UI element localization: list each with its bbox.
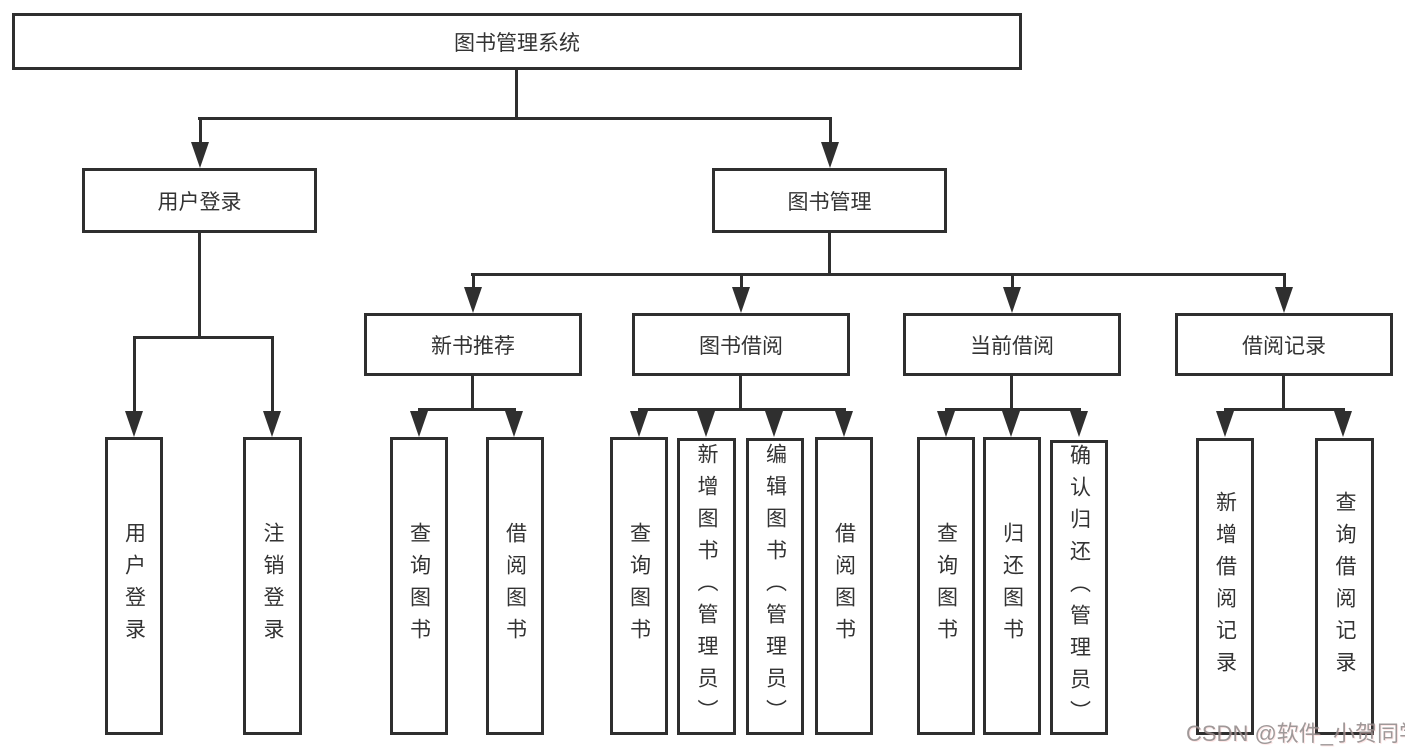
leaf-query-books: 查询图书 xyxy=(917,437,975,735)
arrow-connector xyxy=(821,117,839,168)
arrow-connector xyxy=(505,408,523,437)
arrow-connector xyxy=(464,273,482,313)
leaf-add-books-admin: 新增图书（管理员） xyxy=(677,438,736,735)
arrow-connector xyxy=(1216,408,1234,437)
leaf-borrow-books: 借阅图书 xyxy=(486,437,544,735)
node-new-book-recommendation: 新书推荐 xyxy=(364,313,582,376)
leaf-edit-books-admin: 编辑图书（管理员） xyxy=(746,438,804,735)
node-borrowing-records: 借阅记录 xyxy=(1175,313,1393,376)
arrow-connector xyxy=(1070,408,1088,437)
connector-bar xyxy=(133,336,274,339)
arrow-connector xyxy=(1334,408,1352,437)
arrow-connector xyxy=(630,408,648,437)
leaf-query-borrow-record: 查询借阅记录 xyxy=(1315,438,1374,735)
leaf-user-login: 用户登录 xyxy=(105,437,163,735)
leaf-confirm-return-admin: 确认归还（管理员） xyxy=(1050,440,1108,735)
arrow-connector xyxy=(1002,408,1020,437)
node-library-management-system: 图书管理系统 xyxy=(12,13,1022,70)
arrow-connector xyxy=(410,408,428,437)
connector-stem xyxy=(515,69,518,117)
connector-stem xyxy=(828,233,831,273)
arrow-connector xyxy=(765,408,783,437)
watermark: CSDN @软件_小贺同学 xyxy=(1186,721,1405,746)
connector-stem xyxy=(1282,376,1285,408)
connector-stem xyxy=(1010,376,1013,408)
connector-stem xyxy=(739,376,742,408)
connector-stem xyxy=(198,233,201,336)
arrow-connector xyxy=(937,408,955,437)
arrow-connector xyxy=(125,336,143,437)
connector-stem xyxy=(471,376,474,408)
leaf-borrow-books: 借阅图书 xyxy=(815,437,873,735)
arrow-connector xyxy=(697,408,715,437)
arrow-connector xyxy=(1275,273,1293,313)
arrow-connector xyxy=(263,336,281,437)
node-book-management: 图书管理 xyxy=(712,168,947,233)
arrow-connector xyxy=(191,117,209,168)
leaf-query-books: 查询图书 xyxy=(610,437,668,735)
arrow-connector xyxy=(1003,273,1021,313)
leaf-add-borrow-record: 新增借阅记录 xyxy=(1196,438,1254,735)
leaf-return-books: 归还图书 xyxy=(983,437,1041,735)
arrow-connector xyxy=(835,408,853,437)
connector-bar xyxy=(1224,408,1344,411)
connector-bar xyxy=(638,408,846,411)
node-current-borrowing: 当前借阅 xyxy=(903,313,1121,376)
connector-bar xyxy=(418,408,516,411)
node-user-login: 用户登录 xyxy=(82,168,317,233)
connector-bar xyxy=(471,273,1285,276)
connector-bar xyxy=(198,117,831,120)
node-book-borrowing: 图书借阅 xyxy=(632,313,850,376)
connector-bar xyxy=(945,408,1081,411)
leaf-logout: 注销登录 xyxy=(243,437,302,735)
leaf-query-books: 查询图书 xyxy=(390,437,448,735)
arrow-connector xyxy=(732,273,750,313)
